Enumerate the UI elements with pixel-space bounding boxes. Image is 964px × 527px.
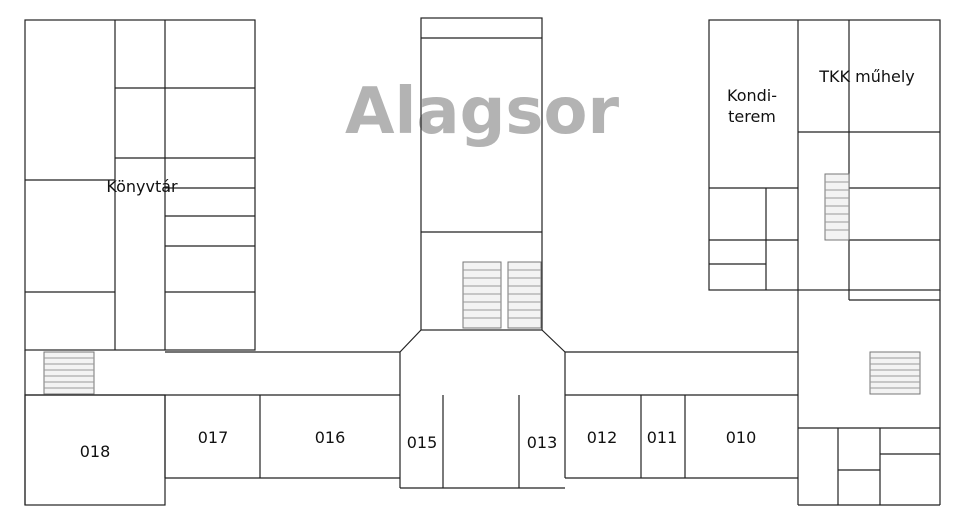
room-label-017: 017 [198, 428, 229, 447]
stairs-right-lower [869, 351, 921, 395]
room-label-015: 015 [407, 433, 438, 452]
room-label-013: 013 [527, 433, 558, 452]
room-label-012: 012 [587, 428, 618, 447]
room-label-konyvtar: Könyvtár [106, 177, 178, 196]
room-label-011: 011 [647, 428, 678, 447]
walls [24, 17, 941, 506]
room-label-kondi-line1: Kondi- [727, 86, 777, 105]
floor-title: Alagsor [345, 75, 620, 149]
room-label-tkk: TKK műhely [818, 67, 914, 86]
room-label-018: 018 [80, 442, 111, 461]
stairs-right-upper [824, 173, 850, 241]
room-label-016: 016 [315, 428, 346, 447]
room-label-010: 010 [726, 428, 757, 447]
left-wing-outline [24, 19, 256, 351]
stairs-left [43, 351, 95, 395]
right-wing-outline [708, 19, 941, 291]
room-label-kondi-line2: terem [728, 107, 776, 126]
stairs-center [462, 261, 542, 329]
